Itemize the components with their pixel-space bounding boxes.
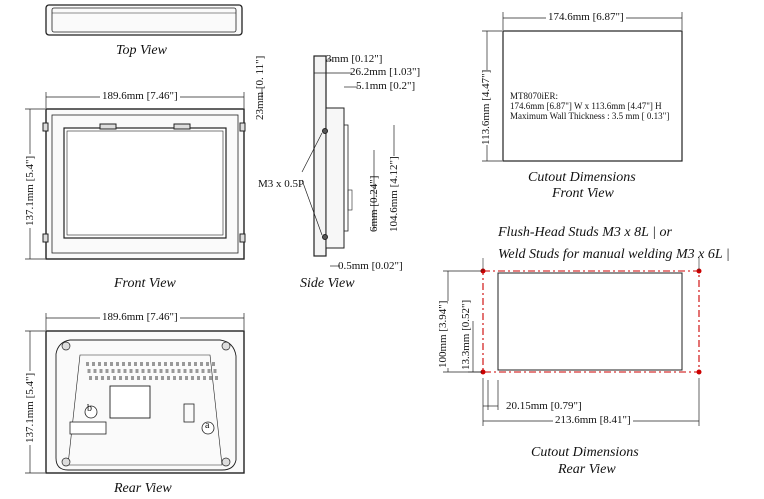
rear-vents — [86, 362, 218, 380]
port-b-label: b — [87, 403, 92, 414]
rear-height-label: 137.1mm [5.4"] — [24, 370, 36, 445]
cutout-rear-width: 213.6mm [8.41"] — [553, 414, 633, 426]
studs-line2: Weld Studs for manual welding M3 x 6L | — [498, 247, 730, 262]
note-model: MT8070iER: — [510, 91, 559, 101]
cutout-rear-offset-y: 13.3mm [0.52"] — [460, 299, 472, 370]
side-dim-104mm: 104.6mm [4.12"] — [388, 156, 400, 232]
cutout-rear-offset-x: 20.15mm [0.79"] — [506, 400, 582, 412]
front-view-shape — [42, 108, 246, 260]
side-dim-23mm: 23mm [0. 11"] — [254, 55, 266, 120]
port-a-label: a — [205, 420, 210, 431]
studs-line1: Flush-Head Studs M3 x 8L | or — [498, 225, 672, 240]
side-dim-3mm: 3mm [0.12"] — [326, 53, 383, 65]
cutout-front-width: 174.6mm [6.87"] — [546, 11, 626, 23]
cutout-rear-height: 100mm [3.94"] — [437, 300, 449, 368]
note-wall: Maximum Wall Thickness : 3.5 mm [ 0.13"] — [510, 111, 670, 121]
side-dim-5mm: 5.1mm [0.2"] — [356, 80, 416, 92]
side-view-caption: Side View — [300, 276, 355, 291]
cutout-front-caption2: Front View — [552, 186, 614, 201]
rear-view-shape — [45, 330, 245, 474]
front-height-label: 137.1mm [5.4"] — [24, 153, 36, 228]
cutout-rear-caption1: Cutout Dimensions — [531, 445, 639, 460]
side-view-shape — [313, 55, 353, 257]
note-dims: 174.6mm [6.87"] W x 113.6mm [4.47"] H — [510, 101, 662, 111]
cutout-front-height: 113.6mm [4.47"] — [480, 69, 492, 145]
thread-label: M3 x 0.5P — [258, 178, 305, 190]
top-view-shape — [45, 4, 243, 36]
side-dim-6mm: 6mm [0.24"] — [368, 175, 380, 232]
cutout-rear-shape — [480, 258, 702, 375]
cutout-front-caption1: Cutout Dimensions — [528, 170, 636, 185]
front-width-label: 189.6mm [7.46"] — [100, 90, 180, 102]
top-view-caption: Top View — [116, 43, 167, 58]
side-dim-05mm: 0.5mm [0.02"] — [338, 260, 403, 272]
side-dim-26mm: 26.2mm [1.03"] — [350, 66, 421, 78]
rear-width-label: 189.6mm [7.46"] — [100, 311, 180, 323]
cutout-front-shape — [482, 12, 683, 162]
front-view-caption: Front View — [114, 276, 176, 291]
rear-view-caption: Rear View — [114, 481, 172, 496]
cutout-rear-caption2: Rear View — [558, 462, 616, 477]
